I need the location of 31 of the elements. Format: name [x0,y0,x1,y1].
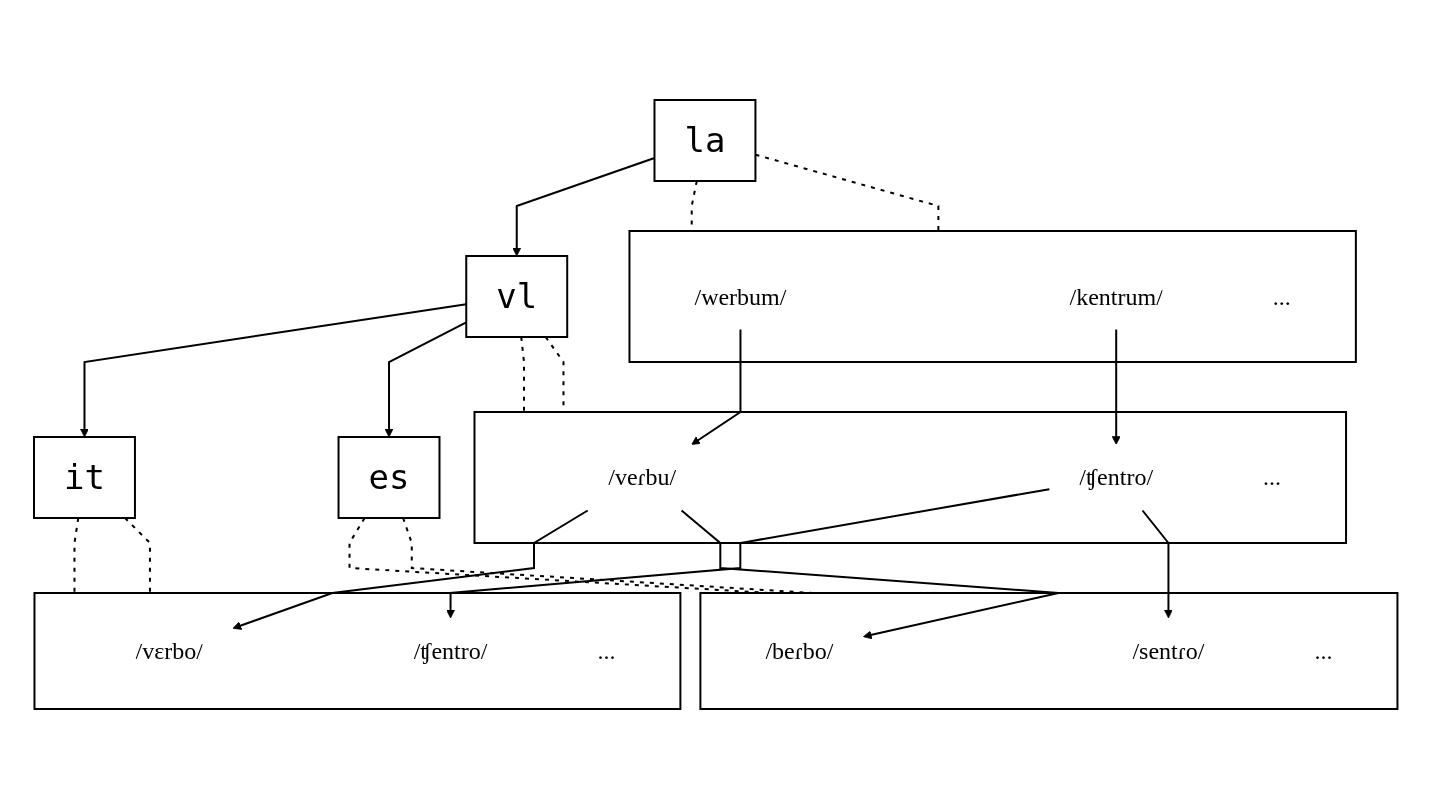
node-text: ... [1314,638,1333,664]
node-text: ... [1262,464,1281,491]
node-text: /werbum/ [694,283,787,310]
connector [520,336,525,413]
node-text: ... [1272,283,1291,310]
node-text: /veɾbu/ [608,464,676,491]
cluster [33,592,682,710]
node-text: /ʧentro/ [413,638,488,664]
node-box: es [337,436,441,519]
arrow [691,328,742,445]
connector [123,517,151,594]
connector [401,517,814,594]
arrow [1111,328,1121,445]
arrow [680,509,1060,640]
node-text: /beɾbo/ [765,638,834,664]
node-text: /kentrum/ [1069,283,1163,310]
cluster [473,411,1347,544]
node-text: /sentɾo/ [1132,638,1205,664]
arrow [1141,509,1173,619]
arrow [445,488,1051,619]
node-box: la [653,99,757,182]
arrow [232,509,589,630]
node-box: vl [465,255,568,338]
cluster [628,230,1357,363]
connector [73,517,80,594]
connector [348,517,771,594]
node-text: ... [597,638,616,664]
node-text: /vɛrbo/ [135,638,203,664]
cluster [699,592,1399,710]
node-text: /ʧentro/ [1079,464,1153,491]
node-box: it [32,436,136,519]
